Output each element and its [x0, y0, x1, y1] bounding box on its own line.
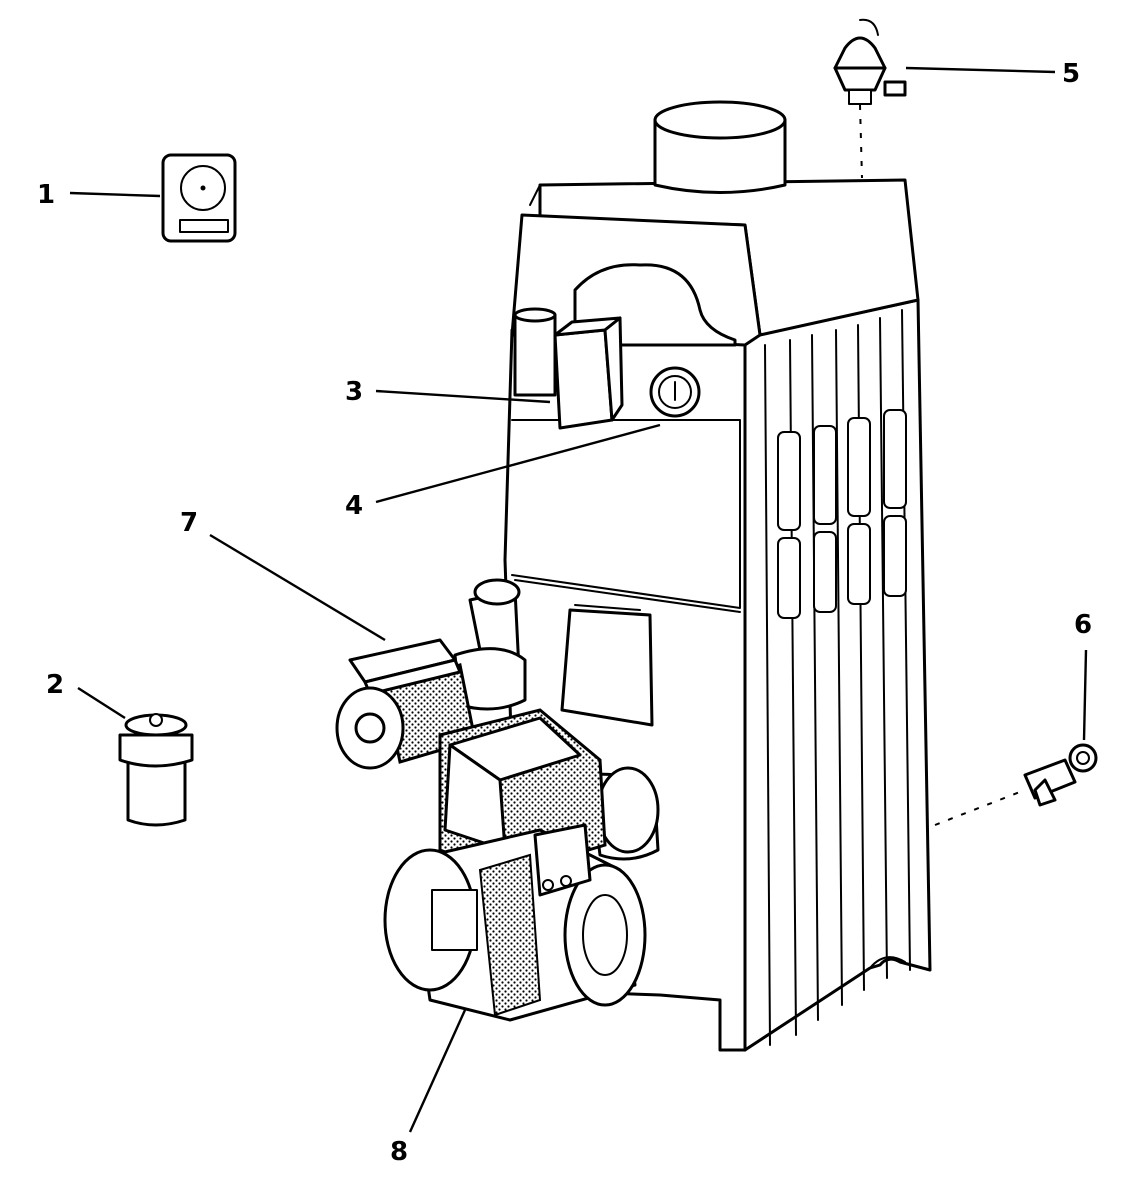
callout-7: 7 [180, 508, 198, 538]
drain-valve-part [1023, 743, 1098, 807]
data-plate [560, 604, 654, 727]
callout-3: 3 [345, 377, 363, 407]
oil-filter-part [118, 713, 194, 827]
vent-alignment-line [859, 104, 863, 179]
callout-1: 1 [37, 180, 55, 210]
side-flue-slots [777, 409, 907, 619]
air-vent-part [833, 18, 907, 105]
flue-collar [653, 100, 787, 194]
callout-4: 4 [345, 491, 363, 521]
leader-3 [375, 389, 551, 404]
leader-2 [77, 686, 126, 720]
leader-8 [408, 1009, 467, 1133]
circulating-pump-part [335, 578, 527, 770]
callout-8: 8 [390, 1137, 408, 1167]
drain-alignment-line [934, 789, 1026, 826]
room-thermostat-part [161, 153, 237, 243]
callout-2: 2 [46, 670, 64, 700]
leader-7 [209, 533, 386, 642]
leader-6 [1082, 649, 1088, 741]
callout-6: 6 [1074, 610, 1092, 640]
leader-4 [375, 423, 661, 504]
leader-1 [69, 191, 161, 198]
leader-lines [69, 66, 1088, 1133]
temperature-gauge-part [649, 366, 701, 418]
leader-5 [905, 66, 1056, 74]
callout-5: 5 [1062, 59, 1080, 89]
callout-labels: 1 2 3 4 5 6 7 8 [37, 59, 1092, 1167]
oil-burner-part [383, 708, 660, 1022]
control-box-part [513, 307, 624, 430]
